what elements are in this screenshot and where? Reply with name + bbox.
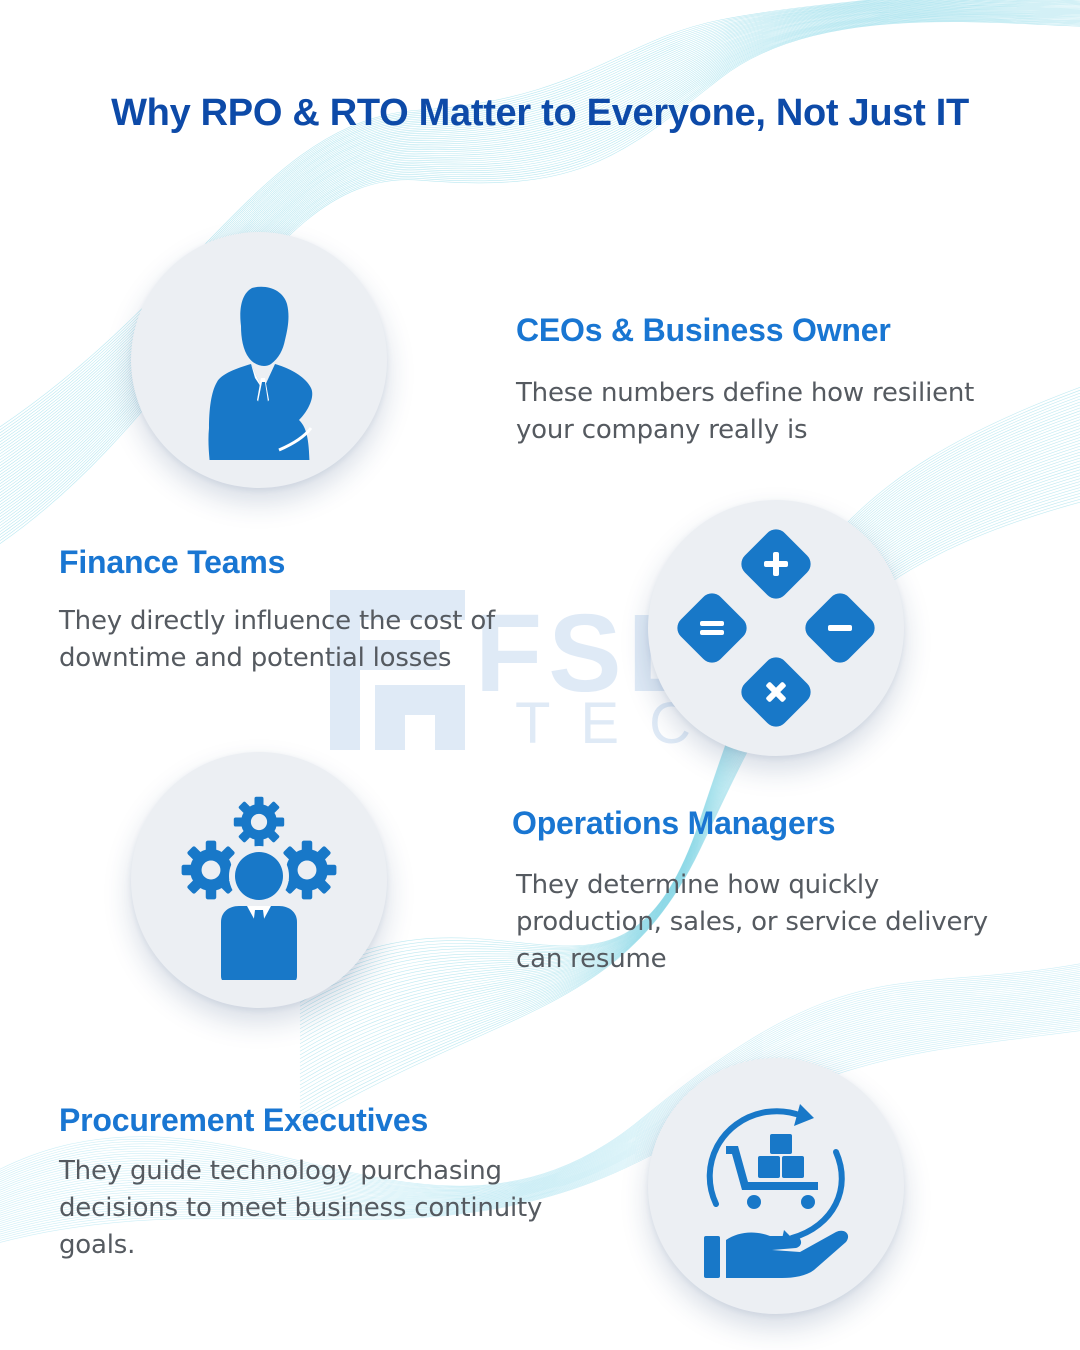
description-line: They determine how quickly <box>516 870 880 900</box>
role-description: They guide technology purchasing decisio… <box>59 1153 542 1264</box>
businessman-icon <box>208 286 313 460</box>
procurement-icon-circle <box>648 1058 904 1314</box>
description-line: decisions to meet business continuity <box>59 1193 543 1223</box>
role-description: These numbers define how resilient your … <box>516 375 974 449</box>
description-line: They guide technology purchasing <box>59 1156 502 1186</box>
page-title: Why RPO & RTO Matter to Everyone, Not Ju… <box>111 92 969 134</box>
description-line: These numbers define how resilient <box>516 378 975 408</box>
role-heading: Operations Managers <box>512 805 836 841</box>
description-line: They directly influence the cost of <box>59 606 496 636</box>
finance-icon-circle <box>648 500 904 756</box>
manager-gears-icon <box>181 796 337 980</box>
description-line: downtime and potential losses <box>59 643 452 673</box>
watermark-mark-icon <box>330 590 465 750</box>
calculator-icon <box>677 529 875 727</box>
ceo-icon-circle <box>131 232 387 488</box>
description-line: goals. <box>59 1230 136 1260</box>
role-heading: Procurement Executives <box>59 1102 429 1138</box>
role-heading: Finance Teams <box>59 544 286 580</box>
role-description: They directly influence the cost of down… <box>59 603 495 677</box>
description-line: your company really is <box>516 415 808 445</box>
description-line: production, sales, or service delivery <box>516 907 988 937</box>
description-line: can resume <box>516 944 667 974</box>
role-description: They determine how quickly production, s… <box>516 867 988 978</box>
operations-icon-circle <box>131 752 387 1008</box>
role-heading: CEOs & Business Owner <box>516 312 891 348</box>
procurement-hand-icon <box>704 1104 849 1278</box>
